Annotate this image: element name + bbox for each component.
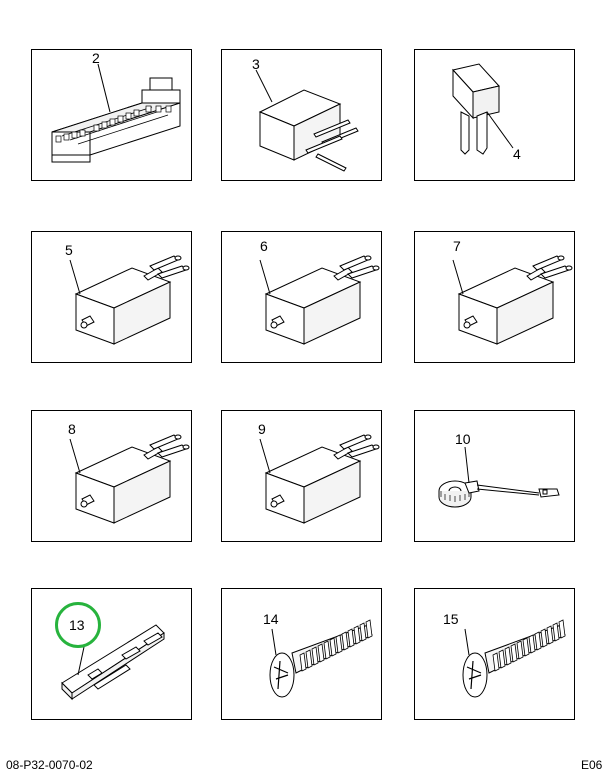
panel-part-10[interactable]: 10 [414, 410, 575, 542]
callout-label: 5 [65, 242, 73, 258]
panel-part-7[interactable]: 7 [414, 231, 575, 363]
callout-label: 6 [260, 238, 268, 254]
relay-drawing [452, 255, 573, 345]
page-code: E06 [581, 758, 603, 772]
panel-part-4[interactable]: 4 [414, 49, 575, 181]
bracket-strip-drawing [61, 624, 165, 701]
panel-part-14[interactable]: 14 [221, 588, 382, 720]
callout-label: 14 [263, 611, 279, 627]
callout-label: 7 [453, 238, 461, 254]
relay-drawing [259, 434, 380, 524]
highlight-circle [55, 602, 101, 648]
panel-part-13[interactable]: 13 [31, 588, 192, 720]
relay-cube-drawing [255, 69, 359, 172]
panel-part-5[interactable]: 5 [31, 231, 192, 363]
panel-part-3[interactable]: 3 [221, 49, 382, 181]
callout-label: 13 [69, 617, 85, 633]
panel-part-6[interactable]: 6 [221, 231, 382, 363]
panel-part-2[interactable]: 2 [31, 49, 192, 181]
fuse-relay-block-drawing [51, 63, 181, 163]
screw-drawing [269, 619, 373, 698]
callout-label: 4 [513, 146, 521, 162]
panel-part-8[interactable]: 8 [31, 410, 192, 542]
callout-label: 3 [252, 56, 260, 72]
callout-label: 2 [92, 50, 100, 66]
relay-drawing [259, 255, 380, 345]
panel-part-9[interactable]: 9 [221, 410, 382, 542]
panel-part-15[interactable]: 15 [414, 588, 575, 720]
relay-drawing [69, 255, 190, 345]
mini-fuse-drawing [452, 63, 514, 155]
callout-label: 9 [258, 421, 266, 437]
drawing-number: 08-P32-0070-02 [6, 758, 93, 772]
screw-drawing [462, 619, 566, 698]
callout-label: 8 [68, 421, 76, 437]
callout-label: 10 [455, 431, 471, 447]
relay-drawing [69, 434, 190, 524]
callout-label: 15 [443, 611, 459, 627]
sensor-ring-drawing [438, 446, 560, 508]
